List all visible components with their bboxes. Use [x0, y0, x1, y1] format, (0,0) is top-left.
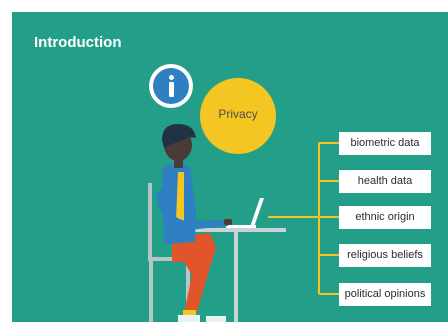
- legs: [172, 233, 216, 315]
- tag-biometric-data: biometric data: [339, 132, 431, 155]
- person-at-laptop-illustration: [148, 124, 339, 322]
- laptop: [226, 198, 264, 228]
- shoe: [178, 315, 200, 322]
- chair: [148, 183, 190, 322]
- desk: [186, 228, 286, 322]
- hair: [162, 124, 196, 148]
- privacy-label: Privacy: [218, 107, 258, 121]
- tag-religious-beliefs: religious beliefs: [339, 244, 431, 267]
- hand: [224, 219, 232, 225]
- slide-canvas: Introduction: [12, 12, 448, 322]
- tag-health-data: health data: [339, 170, 431, 193]
- shoe-2: [206, 316, 226, 322]
- tag-ethnic-origin: ethnic origin: [339, 206, 431, 229]
- sock: [183, 310, 196, 316]
- slide-title: Introduction: [34, 34, 122, 51]
- tie: [176, 172, 184, 226]
- neck: [174, 154, 183, 168]
- tag-political-opinions: political opinions: [339, 283, 431, 306]
- privacy-circle: Privacy: [200, 78, 276, 154]
- connector-lines: [268, 142, 339, 295]
- arm: [156, 188, 228, 231]
- info-icon: [149, 64, 193, 108]
